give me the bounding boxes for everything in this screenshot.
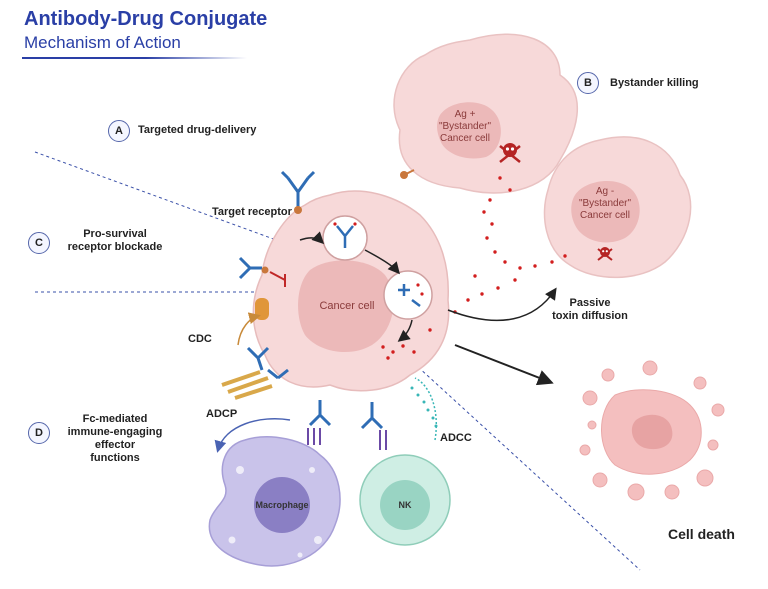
- adcc-arrow: [414, 377, 437, 441]
- internalization-arrow: [299, 231, 325, 245]
- antibody-icon: [238, 256, 262, 280]
- label-adcc: ADCC: [440, 432, 472, 444]
- complement-complex: [221, 370, 273, 400]
- cancer-cell-label: Cancer cell: [319, 300, 375, 312]
- label-adcp: ADCP: [206, 408, 238, 420]
- bystander-pos-label: Ag + "Bystander" Cancer cell: [438, 109, 492, 144]
- macrophage-label: Macrophage: [255, 500, 309, 510]
- antibody-icon: [280, 170, 316, 207]
- trafficking-arrow: [364, 249, 400, 275]
- bystander-neg-nucleus: [571, 180, 640, 243]
- bystander-pos-nucleus: [437, 102, 501, 159]
- endosome: [383, 270, 433, 320]
- label-fc-effector: Fc-mediated immune-engaging effector fun…: [67, 413, 163, 464]
- badge-d: D: [28, 422, 50, 444]
- fc-receptor: [307, 428, 387, 450]
- label-target-receptor: Target receptor: [212, 206, 292, 218]
- label-bystander-killing: Bystander killing: [610, 77, 699, 89]
- cell-death-arrow: [454, 344, 554, 386]
- macrophage-nucleus: [254, 477, 310, 533]
- bystander-neg-label: Ag - "Bystander" Cancer cell: [578, 186, 632, 221]
- label-passive-diffusion: Passive toxin diffusion: [552, 297, 628, 322]
- release-arrow: [397, 319, 413, 342]
- toxin-in-endosome: [333, 222, 424, 296]
- nk-label: NK: [398, 500, 412, 510]
- toxin-particles: [426, 176, 567, 342]
- skull-icon: [597, 247, 613, 261]
- receptor-dot: [261, 266, 269, 274]
- antibody-icon: [308, 400, 384, 430]
- badge-a: A: [108, 120, 130, 142]
- target-receptor-dot: [294, 206, 302, 214]
- label-cdc: CDC: [188, 333, 212, 345]
- label-cell-death: Cell death: [668, 526, 735, 542]
- label-targeted-delivery: Targeted drug-delivery: [138, 124, 257, 136]
- dead-cell-core: [631, 414, 673, 450]
- page-title: Antibody-Drug Conjugate: [24, 8, 268, 30]
- badge-b: B: [577, 72, 599, 94]
- passive-diffusion-arrow: [447, 287, 557, 322]
- cancer-cell-nucleus: [298, 260, 394, 353]
- blockade-inhibition: [269, 271, 286, 287]
- macrophage-vesicles: [228, 466, 322, 558]
- skull-icon: [499, 143, 521, 163]
- adcc-granules: [410, 386, 438, 428]
- released-toxin: [381, 328, 432, 360]
- antibody-icon: [267, 368, 289, 380]
- title-underline: [22, 57, 247, 59]
- guide-line-d: [404, 354, 641, 571]
- badge-c: C: [28, 232, 50, 254]
- bystander-pos-receptor: [403, 169, 415, 176]
- cdc-arrow: [237, 312, 261, 346]
- label-receptor-blockade: Pro-survival receptor blockade: [67, 228, 163, 253]
- antibody-in-endosome: [336, 225, 421, 307]
- nk-nucleus: [380, 480, 430, 530]
- page-subtitle: Mechanism of Action: [24, 33, 181, 52]
- antibody-icon: [246, 346, 270, 371]
- adcp-arrow: [214, 418, 291, 453]
